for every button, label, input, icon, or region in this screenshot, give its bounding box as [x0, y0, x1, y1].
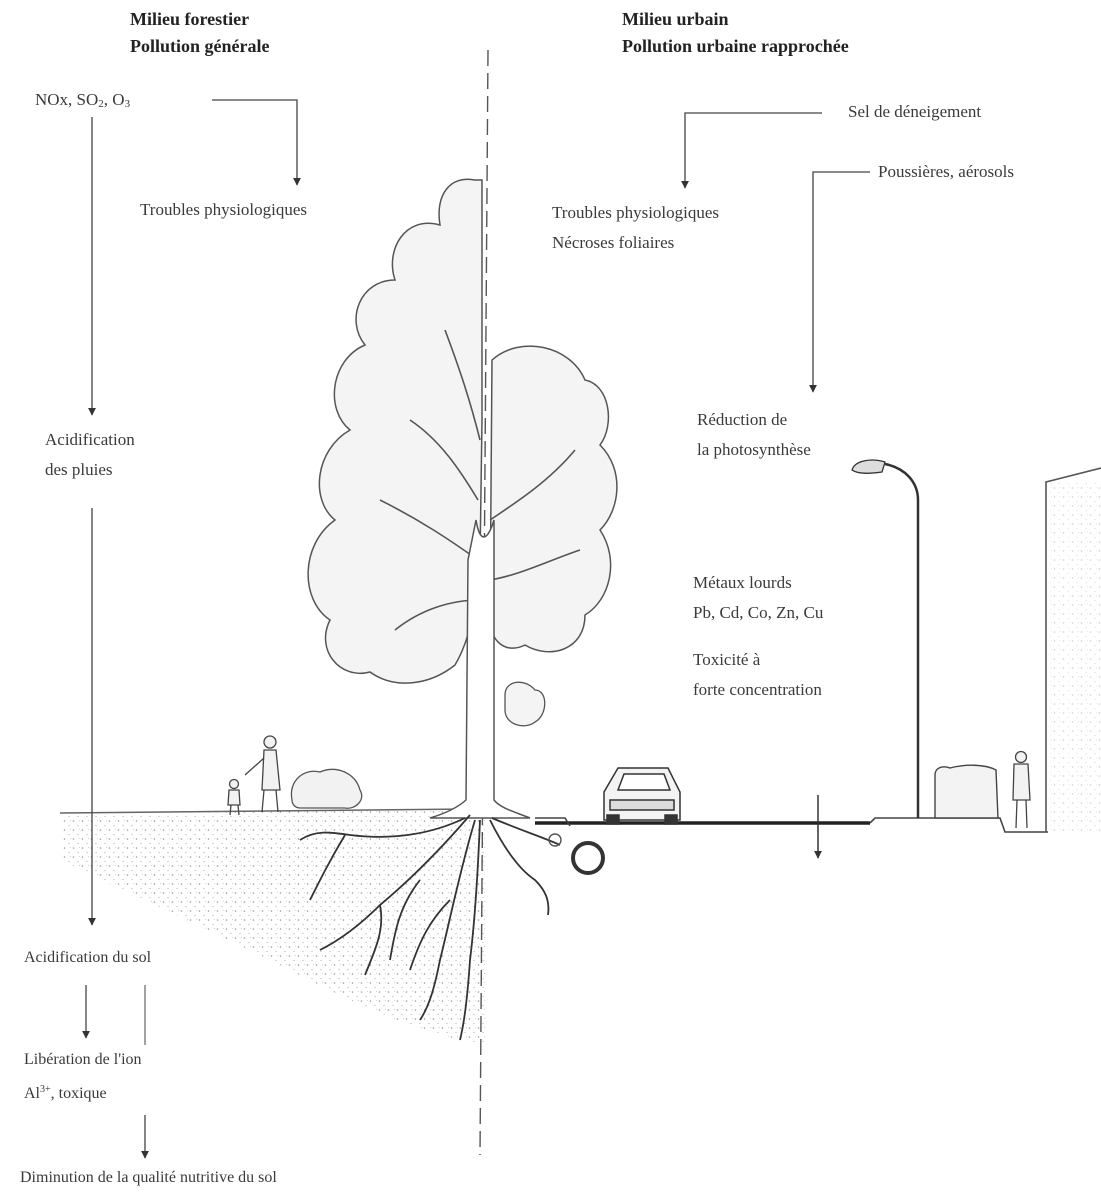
car: [604, 768, 680, 824]
arrow-salt-to-troubles: [685, 113, 822, 188]
arrow-gases-to-troubles: [212, 100, 297, 185]
urban-title-line-1: Milieu urbain: [622, 6, 849, 33]
arrow-dust-to-photosynthesis: [813, 172, 870, 392]
forest-title: Milieu forestier Pollution générale: [130, 6, 269, 60]
acid-rain-label: Acidification des pluies: [45, 425, 135, 485]
salt-label: Sel de déneigement: [848, 97, 981, 127]
hedge: [935, 765, 998, 818]
pedestrian: [1013, 752, 1030, 829]
dust-label: Poussières, aérosols: [878, 157, 1014, 187]
forest-title-line-2: Pollution générale: [130, 33, 269, 60]
tree-crown-left: [308, 179, 482, 683]
urban-title-line-2: Pollution urbaine rapprochée: [622, 33, 849, 60]
forest-title-line-1: Milieu forestier: [130, 6, 269, 33]
liberation-label: Libération de l'ion Al3+, toxique: [24, 1045, 142, 1109]
pipe-large: [573, 843, 603, 873]
urban-troubles-label: Troubles physiologiques Nécroses foliair…: [552, 198, 719, 258]
people-walking: [228, 736, 280, 815]
forest-troubles-label: Troubles physiologiques: [140, 195, 307, 225]
toxicity-label: Toxicité à forte concentration: [693, 645, 822, 705]
forest-soil: [62, 808, 485, 1045]
pipe-small: [549, 834, 561, 846]
photosynthesis-label: Réduction de la photosynthèse: [697, 405, 811, 465]
gases-label: NOx, SO2, O3: [35, 85, 130, 119]
diminution-label: Diminution de la qualité nutritive du so…: [20, 1163, 277, 1193]
urban-title: Milieu urbain Pollution urbaine rapproch…: [622, 6, 849, 60]
metals-label: Métaux lourds Pb, Cd, Co, Zn, Cu: [693, 568, 823, 628]
tree-crown-right: [490, 346, 617, 652]
acid-soil-label: Acidification du sol: [24, 943, 151, 973]
street-lamp: [885, 464, 918, 818]
shrub-left: [291, 769, 361, 808]
small-bush: [505, 682, 545, 726]
